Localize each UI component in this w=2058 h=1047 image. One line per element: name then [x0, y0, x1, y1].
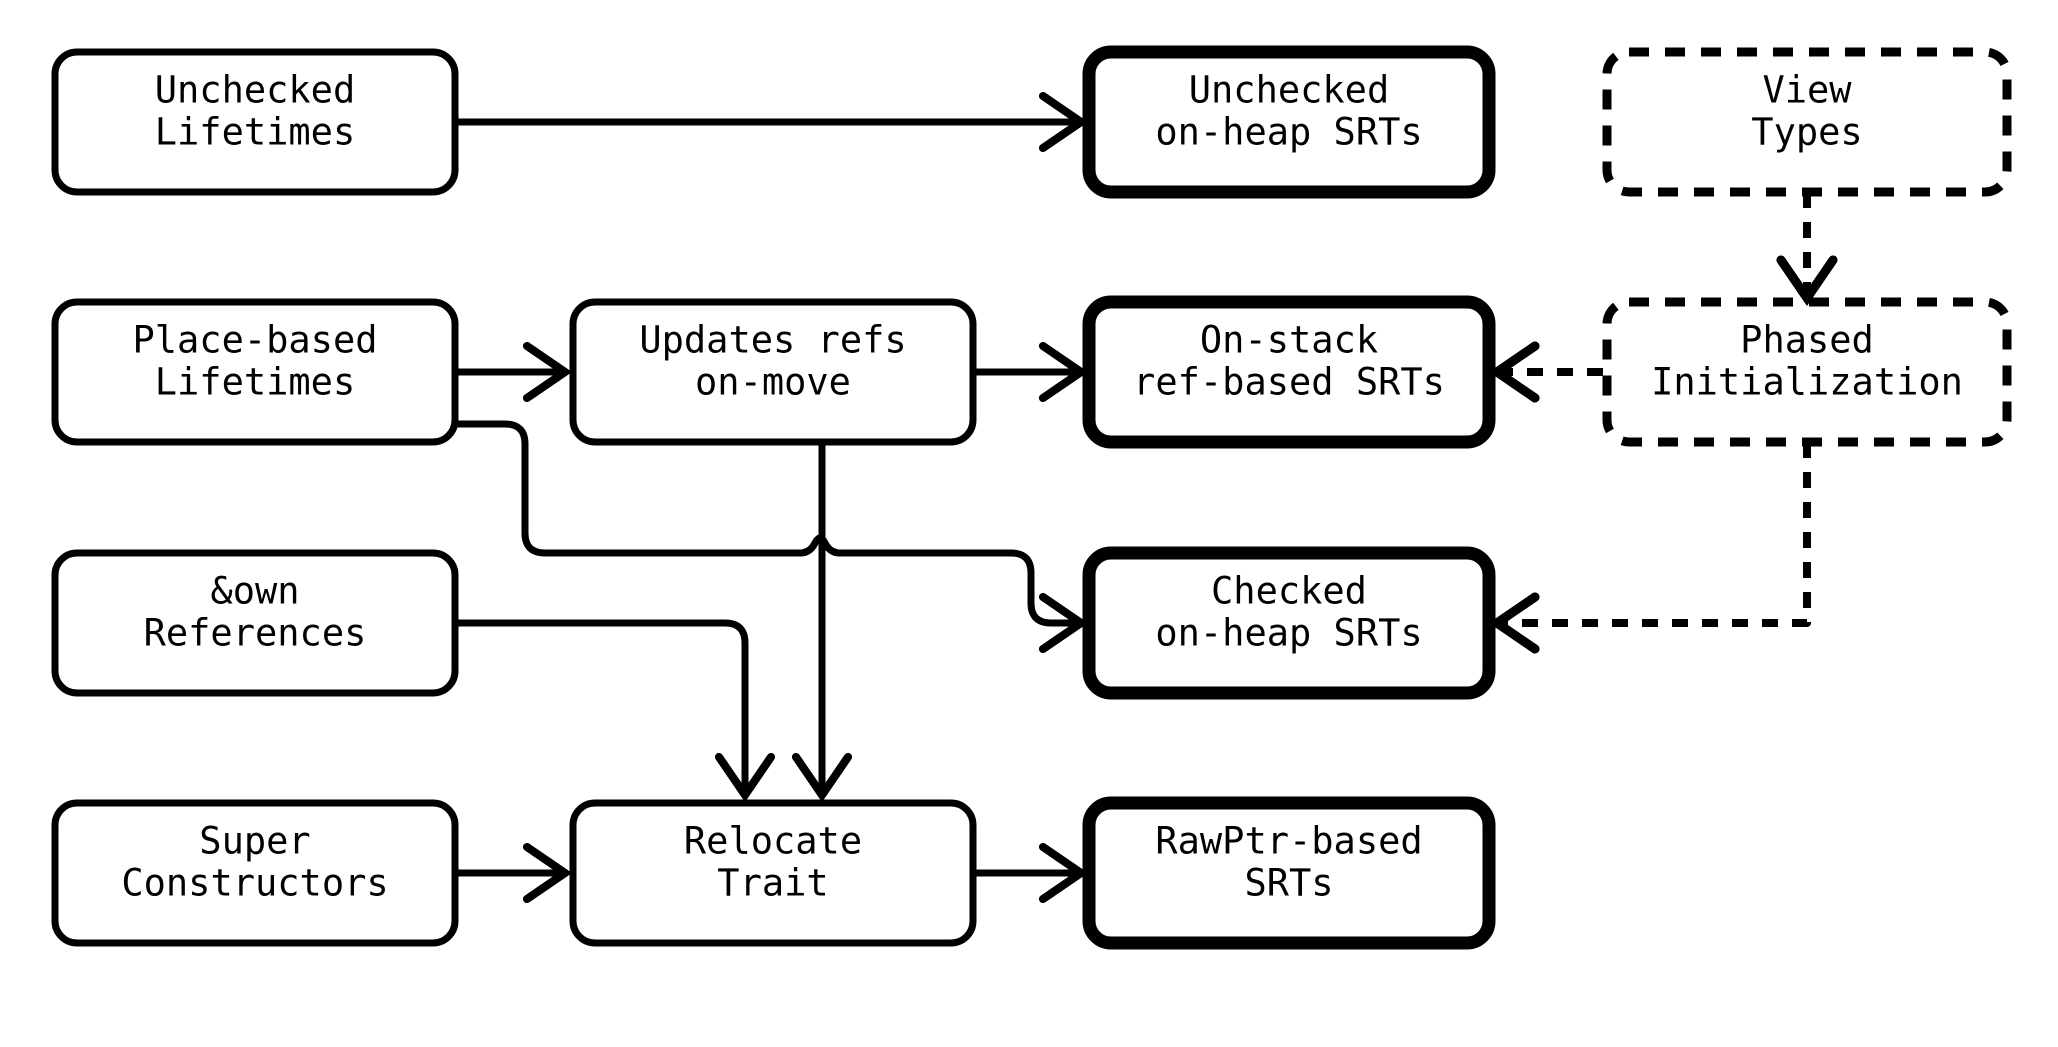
- arrowhead-into-phased-initialization: [1776, 255, 1838, 306]
- arrowhead-into-relocate-trait-from-super-constructors: [523, 843, 573, 903]
- node-checked-on-heap-srts[interactable]: Checked on-heap SRTs: [1082, 546, 1496, 700]
- node-label-line-1: Super: [199, 820, 310, 863]
- node-box: [51, 298, 459, 446]
- node-box: [51, 48, 459, 196]
- node-own-references[interactable]: &own References: [51, 549, 459, 697]
- node-label-line-2: Lifetimes: [155, 111, 355, 154]
- arrowhead-into-on-stack-ref-based-srts: [1039, 342, 1089, 402]
- node-phased-initialization[interactable]: Phased Initialization: [1602, 297, 2012, 447]
- node-label-line-1: Unchecked: [1189, 69, 1389, 112]
- node-relocate-trait[interactable]: Relocate Trait: [569, 799, 977, 947]
- node-box: [569, 298, 977, 446]
- node-label-line-1: View: [1762, 69, 1852, 112]
- node-box: [569, 799, 977, 947]
- node-label-line-1: Unchecked: [155, 69, 355, 112]
- arrowhead-dashed-into-on-stack-ref-based-srts: [1489, 341, 1540, 403]
- node-box: [1602, 297, 2012, 447]
- node-label-line-1: RawPtr-based: [1155, 820, 1422, 863]
- node-place-based-lifetimes[interactable]: Place-based Lifetimes: [51, 298, 459, 446]
- node-box: [1082, 45, 1496, 199]
- node-label-line-1: Phased: [1740, 319, 1874, 362]
- node-label-line-2: on-heap SRTs: [1155, 612, 1422, 655]
- arrowhead-into-rawptr-based-srts: [1039, 843, 1089, 903]
- node-box: [51, 549, 459, 697]
- node-rawptr-based-srts[interactable]: RawPtr-based SRTs: [1082, 796, 1496, 950]
- node-on-stack-ref-based-srts[interactable]: On-stack ref-based SRTs: [1082, 295, 1496, 449]
- node-label-line-1: Place-based: [132, 319, 377, 362]
- node-label-line-2: References: [144, 612, 367, 655]
- arrowhead-into-updates-refs-on-move: [523, 342, 573, 402]
- node-layer: Unchecked Lifetimes Place-based Lifetime…: [51, 45, 2012, 950]
- node-label-line-1: Relocate: [684, 820, 862, 863]
- node-label-line-1: Updates refs: [639, 319, 906, 362]
- arrowhead-dashed-into-checked-on-heap-srts: [1489, 592, 1540, 654]
- node-label-line-2: Initialization: [1651, 361, 1963, 404]
- node-label-line-2: on-heap SRTs: [1155, 111, 1422, 154]
- arrowhead-into-relocate-trait-from-own-references: [715, 753, 775, 803]
- node-updates-refs-on-move[interactable]: Updates refs on-move: [569, 298, 977, 446]
- node-super-constructors[interactable]: Super Constructors: [51, 799, 459, 947]
- node-box: [1602, 47, 2012, 197]
- node-label-line-2: SRTs: [1244, 862, 1333, 905]
- arrowhead-into-checked-on-heap-srts: [1039, 593, 1089, 653]
- node-box: [51, 799, 459, 947]
- node-label-line-1: On-stack: [1200, 319, 1378, 362]
- node-label-line-1: &own: [210, 570, 299, 613]
- node-box: [1082, 796, 1496, 950]
- arrowhead-into-relocate-trait-from-updates-refs: [792, 753, 852, 803]
- arrowhead-overlay-layer: [523, 92, 1838, 903]
- node-label-line-2: Lifetimes: [155, 361, 355, 404]
- node-label-line-2: ref-based SRTs: [1133, 361, 1445, 404]
- arrowhead-into-unchecked-on-heap-srts: [1039, 92, 1089, 152]
- node-label-line-2: Trait: [717, 862, 828, 905]
- node-box: [1082, 546, 1496, 700]
- node-label-line-1: Checked: [1211, 570, 1367, 613]
- node-view-types[interactable]: View Types: [1602, 47, 2012, 197]
- node-label-line-2: Constructors: [121, 862, 388, 905]
- node-box: [1082, 295, 1496, 449]
- node-unchecked-on-heap-srts[interactable]: Unchecked on-heap SRTs: [1082, 45, 1496, 199]
- node-unchecked-lifetimes[interactable]: Unchecked Lifetimes: [51, 48, 459, 196]
- node-label-line-2: on-move: [695, 361, 851, 404]
- node-label-line-2: Types: [1751, 111, 1862, 154]
